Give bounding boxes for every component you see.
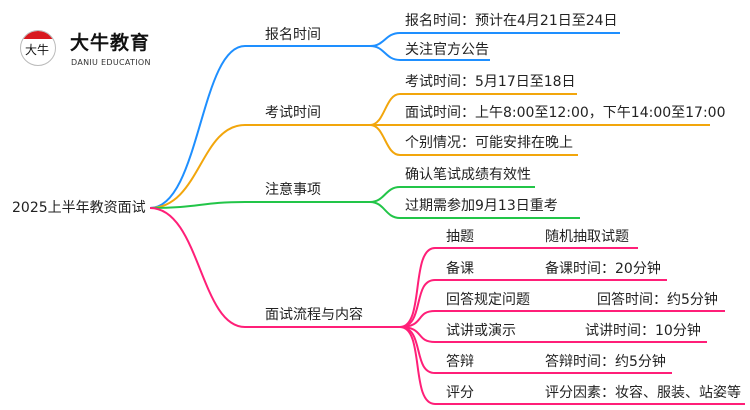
branch-process[interactable]: 面试流程与内容 [265,307,363,323]
logo-glyph: 大牛 [25,43,50,57]
node-interview-time[interactable]: 面试时间：上午8:00至12:00，下午14:00至17:00 [405,105,726,121]
node-retake[interactable]: 过期需参加9月13日重考 [405,198,558,214]
node-registration-time[interactable]: 报名时间：预计在4月21日至24日 [405,13,618,29]
node-follow-announcement[interactable]: 关注官方公告 [405,42,489,58]
branch-notes[interactable]: 注意事项 [265,182,321,198]
process-step-label[interactable]: 回答规定问题 [446,292,530,308]
branch-registration[interactable]: 报名时间 [265,27,321,43]
branch-exam-time[interactable]: 考试时间 [265,105,321,121]
logo: 大牛 大牛教育 DANIU EDUCATION [20,28,150,74]
logo-name-cn: 大牛教育 [70,32,151,54]
logo-mark-icon: 大牛 [20,30,56,66]
logo-name-en: DANIU EDUCATION [71,58,151,67]
process-step-label[interactable]: 评分 [446,385,474,401]
node-exam-date[interactable]: 考试时间：5月17日至18日 [405,74,576,90]
process-step-label[interactable]: 备课 [446,261,474,277]
process-step-label[interactable]: 抽题 [446,229,474,245]
process-step-detail[interactable]: 备课时间：20分钟 [545,261,661,277]
root-node[interactable]: 2025上半年教资面试 [12,200,146,216]
process-step-detail[interactable]: 回答时间：约5分钟 [597,292,718,308]
process-step-detail[interactable]: 随机抽取试题 [545,229,629,245]
process-step-label[interactable]: 答辩 [446,354,474,370]
process-step-detail[interactable]: 评分因素：妆容、服装、站姿等 [545,385,741,401]
process-step-label[interactable]: 试讲或演示 [446,323,516,339]
process-step-detail[interactable]: 答辩时间：约5分钟 [545,354,666,370]
node-special-case[interactable]: 个别情况：可能安排在晚上 [405,135,573,151]
process-step-detail[interactable]: 试讲时间：10分钟 [585,323,701,339]
node-confirm-score[interactable]: 确认笔试成绩有效性 [405,167,531,183]
